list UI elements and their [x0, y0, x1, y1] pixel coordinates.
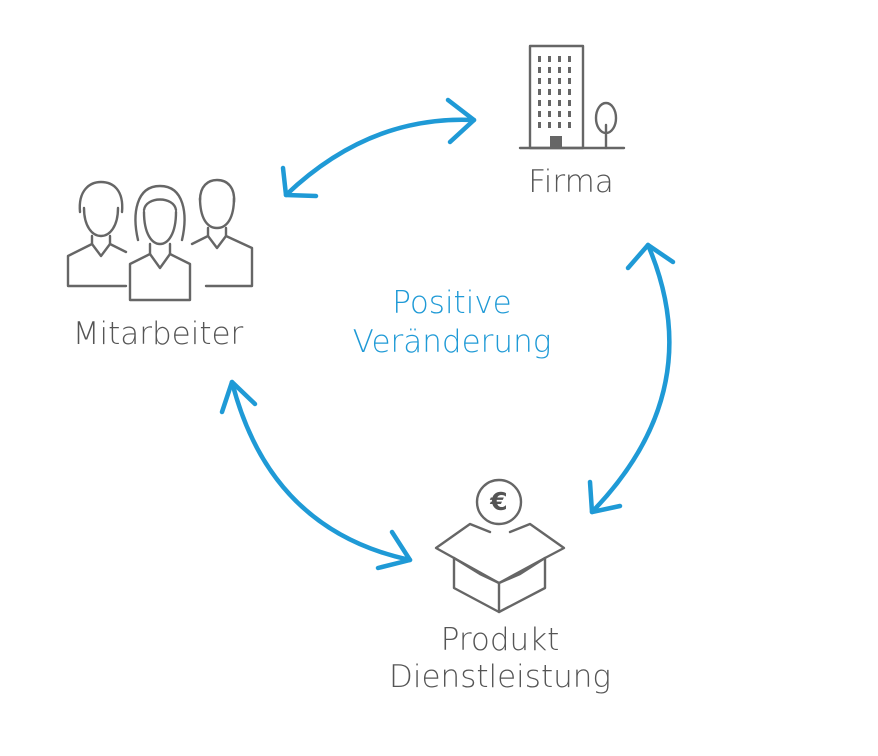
building-window	[568, 100, 571, 106]
building-window	[548, 67, 551, 73]
building-window	[548, 89, 551, 95]
label-firma: Firma	[528, 164, 614, 200]
building-window	[558, 89, 561, 95]
building-window	[538, 100, 541, 106]
arrow-mitarbeiter-produkt	[219, 379, 413, 571]
building-window	[558, 111, 561, 117]
center-label-line2: Veränderung	[352, 323, 552, 360]
building-window	[538, 56, 541, 62]
building-window	[558, 56, 561, 62]
center-label: Positive Veränderung	[320, 284, 584, 362]
center-label-line1: Positive	[392, 285, 512, 321]
building-window	[568, 67, 571, 73]
building-window	[538, 122, 541, 128]
building-window	[548, 122, 551, 128]
building-window	[558, 122, 561, 128]
label-produkt-line2: Dienstleistung	[388, 659, 611, 696]
label-produkt: Produkt Dienstleistung	[360, 622, 640, 696]
arrow-firma-produkt	[587, 242, 676, 515]
building-window	[548, 56, 551, 62]
building-window	[558, 78, 561, 84]
building-window	[568, 89, 571, 95]
building-window	[568, 111, 571, 117]
building-window	[558, 67, 561, 73]
label-produkt-line1: Produkt	[440, 622, 560, 658]
people-icon	[66, 178, 254, 302]
building-window	[538, 67, 541, 73]
building-window	[548, 78, 551, 84]
building-window	[538, 111, 541, 117]
building-window	[568, 78, 571, 84]
building-window	[568, 122, 571, 128]
building-window	[538, 78, 541, 84]
arrow-mitarbeiter-firma	[280, 97, 477, 199]
building-window	[548, 100, 551, 106]
box-euro-icon	[434, 478, 566, 614]
coin-euro-symbol: €	[490, 487, 508, 516]
label-mitarbeiter: Mitarbeiter	[72, 316, 244, 352]
building-window	[568, 56, 571, 62]
building-window	[558, 100, 561, 106]
building-window	[548, 111, 551, 117]
building-window	[538, 89, 541, 95]
building-icon	[518, 44, 626, 150]
